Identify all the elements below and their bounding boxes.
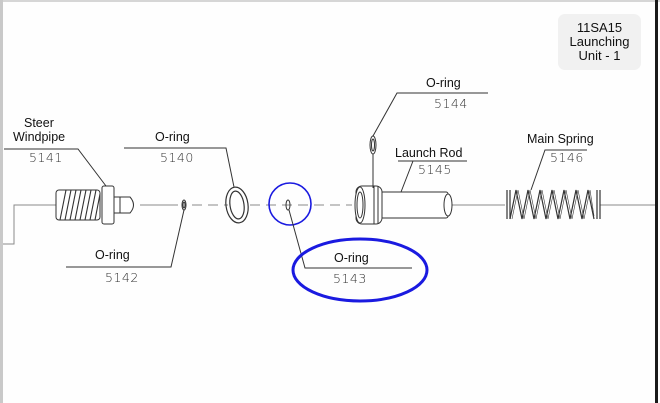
part-number-5145: 5145: [418, 162, 452, 177]
part-label-o-ring-5144: O-ring: [426, 76, 461, 90]
part-label-o-ring-5142: O-ring: [95, 248, 130, 262]
part-number-5140: 5140: [160, 150, 194, 165]
launch-rod-end: [443, 193, 453, 217]
o-ring-5143-part: [285, 199, 291, 211]
leader-5140: [124, 147, 235, 188]
assembly-axis: [3, 204, 655, 245]
part-label-launch-rod: Launch Rod: [395, 146, 463, 160]
part-number-5143: 5143: [333, 271, 367, 286]
windpipe-tip: [119, 196, 134, 214]
leader-5142: [66, 209, 185, 268]
windpipe-flange: [101, 185, 115, 225]
launch-rod-part: [354, 185, 453, 225]
part-number-5142: 5142: [105, 270, 139, 285]
title-line-2: Launching: [569, 34, 630, 49]
main-spring-part: [506, 189, 601, 220]
highlight-ellipse-5143: [291, 237, 429, 303]
highlight-circle-5143: [268, 182, 312, 226]
part-label-windpipe: Windpipe: [13, 130, 66, 144]
windpipe-neck: [113, 196, 121, 214]
part-label-o-ring-5140: O-ring: [155, 130, 190, 144]
part-label-steer: Steer: [24, 116, 54, 130]
part-number-5141: 5141: [29, 150, 63, 165]
o-ring-5142-part: [181, 199, 187, 211]
part-label-o-ring-5143: O-ring: [334, 251, 369, 265]
part-label-main-spring: Main Spring: [527, 132, 594, 146]
leader-5145: [400, 160, 414, 193]
part-number-5146: 5146: [550, 150, 584, 165]
title-box: 11SA15 Launching Unit - 1: [558, 14, 641, 70]
leader-5144: [372, 92, 488, 137]
frame-right-border: [655, 0, 658, 403]
windpipe-coils: [59, 189, 101, 221]
part-number-5144: 5144: [434, 96, 468, 111]
leader-5141: [4, 148, 107, 187]
axis-left-bracket: [3, 204, 56, 245]
frame-top-border: [0, 0, 660, 2]
title-line-1: 11SA15: [576, 20, 623, 35]
frame-left-border: [0, 0, 3, 403]
launch-rod-shaft: [379, 191, 449, 219]
leader-5143: [288, 209, 412, 269]
o-ring-5140-part: [225, 186, 249, 224]
leader-5146: [530, 149, 587, 191]
steer-windpipe-part: [55, 185, 134, 225]
o-ring-5144-part: [369, 135, 377, 155]
title-line-3: Unit - 1: [578, 48, 621, 63]
